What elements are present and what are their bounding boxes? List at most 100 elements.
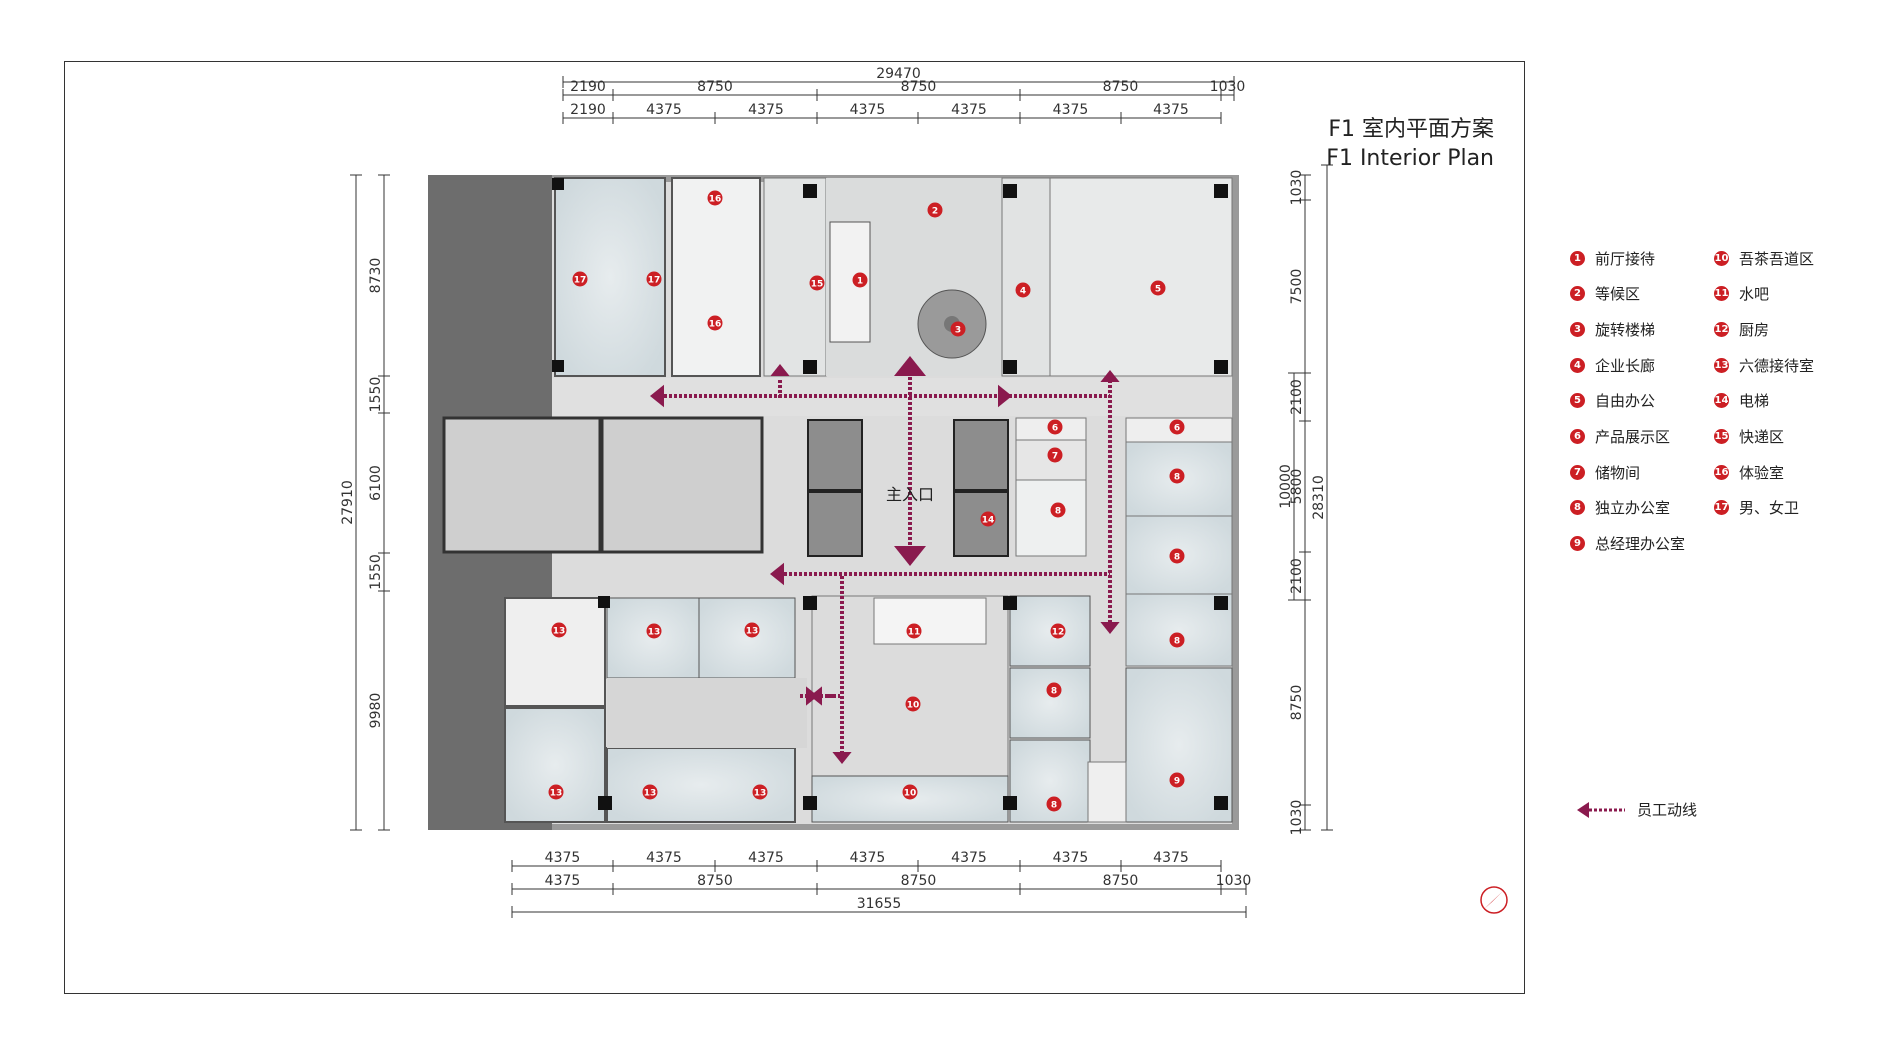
legend-badge: 7 bbox=[1570, 464, 1585, 480]
route-arrowhead bbox=[894, 546, 926, 566]
dim-right-seg-label: 1030 bbox=[1289, 170, 1305, 206]
room-badge-circle bbox=[1047, 447, 1063, 463]
room-badge: 8 bbox=[1046, 682, 1062, 698]
route-arrowhead bbox=[998, 384, 1012, 408]
room-badge-number: 8 bbox=[1174, 473, 1180, 483]
dim-top-row2-label: 4375 bbox=[850, 102, 886, 118]
route-arrowhead bbox=[810, 686, 822, 706]
room-badge-number: 5 bbox=[1155, 285, 1161, 295]
room-badge-circle bbox=[980, 511, 996, 527]
legend-item: 2 等候区 bbox=[1570, 282, 1640, 306]
elevator-left-top bbox=[807, 419, 863, 491]
dim-top-row1-label: 8750 bbox=[697, 79, 733, 95]
dim-bottom-row1-label: 4375 bbox=[1053, 850, 1089, 866]
room-badge: 3 bbox=[950, 321, 966, 337]
room-badge-number: 6 bbox=[1174, 424, 1180, 434]
room-badge: 13 bbox=[551, 622, 567, 638]
dim-left-total-label: 27910 bbox=[340, 480, 356, 525]
legend-badge: 1 bbox=[1570, 250, 1585, 266]
room-badge-number: 13 bbox=[746, 627, 759, 637]
room-badge-circle bbox=[1050, 623, 1066, 639]
route-arrowhead bbox=[770, 364, 790, 376]
legend-label: 等候区 bbox=[1595, 285, 1641, 304]
room-liude-1 bbox=[504, 597, 606, 707]
room-badge-number: 16 bbox=[709, 320, 722, 330]
room-badge: 7 bbox=[1047, 447, 1063, 463]
title-block: F1 室内平面方案 F1 Interior Plan bbox=[1326, 115, 1494, 173]
room-hall-lower bbox=[607, 678, 807, 748]
room-badge: 9 bbox=[1169, 772, 1185, 788]
room-badge: 13 bbox=[744, 622, 760, 638]
dim-left-seg-label: 6100 bbox=[368, 465, 384, 501]
legend-badge: 2 bbox=[1570, 286, 1585, 302]
room-badge-circle bbox=[752, 784, 768, 800]
legend-label: 自由办公 bbox=[1595, 392, 1656, 411]
room-office-l1 bbox=[1009, 667, 1091, 739]
room-badge-number: 15 bbox=[811, 280, 824, 290]
room-badge-circle bbox=[1169, 632, 1185, 648]
room-badge-number: 2 bbox=[932, 207, 938, 217]
room-restroom bbox=[554, 177, 666, 377]
dim-right-seg-label: 8750 bbox=[1289, 685, 1305, 721]
room-kitchen bbox=[1009, 595, 1091, 667]
room-badge: 13 bbox=[752, 784, 768, 800]
dim-top-row2-label: 4375 bbox=[1153, 102, 1189, 118]
legend-label: 厨房 bbox=[1739, 320, 1770, 339]
room-badge: 12 bbox=[1050, 623, 1066, 639]
legend-label: 水吧 bbox=[1739, 285, 1770, 304]
dim-right-seg-label: 2100 bbox=[1289, 379, 1305, 415]
legend-label: 吾茶吾道区 bbox=[1739, 249, 1815, 268]
room-badge-circle bbox=[1046, 796, 1062, 812]
legend-badge: 5 bbox=[1570, 393, 1585, 409]
room-badge: 15 bbox=[809, 275, 825, 291]
dim-top-row1-label: 2190 bbox=[570, 79, 606, 95]
room-badge-circle bbox=[905, 696, 921, 712]
room-water-bar bbox=[873, 597, 987, 645]
room-badge-circle bbox=[572, 271, 588, 287]
room-badge-number: 13 bbox=[553, 627, 566, 637]
dim-top-total-label: 29470 bbox=[876, 66, 921, 82]
room-experience bbox=[671, 177, 761, 377]
room-badge-circle bbox=[744, 622, 760, 638]
room-badge-number: 8 bbox=[1051, 801, 1057, 811]
legend-item: 1 前厅接待 bbox=[1570, 246, 1655, 270]
room-badge-number: 8 bbox=[1051, 687, 1057, 697]
legend-badge: 3 bbox=[1570, 321, 1585, 337]
room-free-office bbox=[1049, 177, 1233, 377]
room-badge-circle bbox=[1047, 419, 1063, 435]
room-badge: 17 bbox=[572, 271, 588, 287]
room-badge-number: 10 bbox=[904, 789, 917, 799]
legend-label: 前厅接待 bbox=[1595, 249, 1656, 268]
room-badge-circle bbox=[1169, 772, 1185, 788]
room-badge-circle bbox=[646, 271, 662, 287]
room-badge-circle bbox=[852, 272, 868, 288]
room-corridor bbox=[1001, 177, 1051, 377]
dim-bottom-row1-label: 4375 bbox=[951, 850, 987, 866]
room-badge-circle bbox=[1169, 548, 1185, 564]
dim-right-mid-label: 10000 bbox=[1278, 464, 1294, 509]
legend-label: 男、女卫 bbox=[1739, 499, 1800, 518]
room-liude-3 bbox=[698, 597, 796, 679]
room-badge-circle bbox=[906, 623, 922, 639]
room-badge-circle bbox=[1046, 682, 1062, 698]
room-liude-4 bbox=[504, 707, 606, 823]
north-arrow-icon bbox=[1480, 886, 1508, 914]
room-badge-circle bbox=[1169, 419, 1185, 435]
dim-right-seg-label: 5800 bbox=[1289, 469, 1305, 505]
room-badge-number: 13 bbox=[644, 789, 657, 799]
route-arrowhead bbox=[894, 356, 926, 376]
dim-top-row2-label: 4375 bbox=[951, 102, 987, 118]
room-badge-number: 13 bbox=[648, 628, 661, 638]
room-badge-number: 17 bbox=[648, 276, 661, 286]
room-badge-number: 12 bbox=[1052, 628, 1065, 638]
room-badge: 16 bbox=[707, 190, 723, 206]
room-badge-circle bbox=[950, 321, 966, 337]
room-badge-number: 8 bbox=[1174, 637, 1180, 647]
